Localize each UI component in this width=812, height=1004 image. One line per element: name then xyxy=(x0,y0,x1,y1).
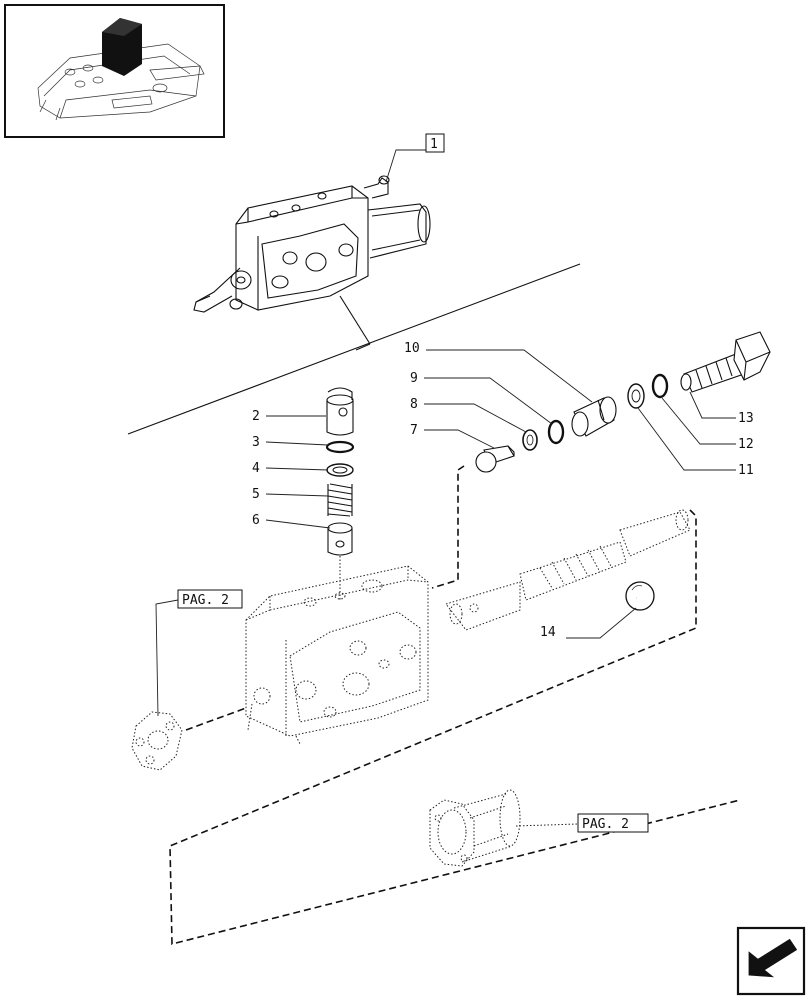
callout-3-label: 3 xyxy=(252,435,260,450)
part-7-pin[interactable] xyxy=(475,445,515,473)
callout-6-label: 6 xyxy=(252,513,260,528)
callouts-7-13: 10 9 8 7 13 12 11 xyxy=(404,341,754,478)
part-13-bolt[interactable] xyxy=(680,331,771,393)
part-2-plug[interactable] xyxy=(326,387,354,436)
part-11-washer[interactable] xyxy=(627,383,645,409)
callout-7-label: 7 xyxy=(410,423,418,438)
part-12-o-ring[interactable] xyxy=(651,373,669,399)
left-flange-part[interactable] xyxy=(131,711,183,771)
page-ref-left[interactable]: PAG. 2 xyxy=(155,589,243,717)
valve-body-section[interactable] xyxy=(245,565,429,745)
part-4-washer[interactable] xyxy=(326,463,354,477)
valve-assembly-top[interactable] xyxy=(193,175,431,313)
arrow-back-icon[interactable] xyxy=(736,926,806,996)
part-9-o-ring[interactable] xyxy=(547,419,565,445)
part-3-o-ring[interactable] xyxy=(325,440,355,454)
part-6-cap[interactable] xyxy=(327,522,353,556)
thumbnail-highlight-block xyxy=(102,18,142,76)
page-ref-bottom[interactable]: PAG. 2 xyxy=(515,813,649,833)
callouts-2-6: 2 3 4 5 6 xyxy=(252,409,331,529)
spool-part[interactable] xyxy=(445,509,691,631)
callout-14: 14 xyxy=(540,607,637,640)
part-14-ball[interactable] xyxy=(625,581,655,611)
callout-9-label: 9 xyxy=(410,371,418,386)
callout-8-label: 8 xyxy=(410,397,418,412)
callout-12-label: 12 xyxy=(738,437,754,452)
page-ref-bottom-label: PAG. 2 xyxy=(582,817,629,832)
callout-2-label: 2 xyxy=(252,409,260,424)
bottom-sleeve-part[interactable] xyxy=(429,789,521,867)
section-divider xyxy=(127,263,581,435)
callout-1-label: 1 xyxy=(430,137,438,152)
assembly-locator-thumbnail[interactable] xyxy=(4,4,225,138)
part-5-spring[interactable] xyxy=(327,483,353,517)
callout-11-label: 11 xyxy=(738,463,754,478)
part-10-fitting[interactable] xyxy=(571,396,617,437)
callout-13-label: 13 xyxy=(738,411,754,426)
callout-1: 1 xyxy=(385,133,445,183)
part-8-clip[interactable] xyxy=(522,429,538,451)
callout-10-label: 10 xyxy=(404,341,420,356)
callout-14-label: 14 xyxy=(540,625,556,640)
callout-4-label: 4 xyxy=(252,461,260,476)
assembly-path-lines xyxy=(169,465,741,946)
page-ref-left-label: PAG. 2 xyxy=(182,593,229,608)
callout-5-label: 5 xyxy=(252,487,260,502)
